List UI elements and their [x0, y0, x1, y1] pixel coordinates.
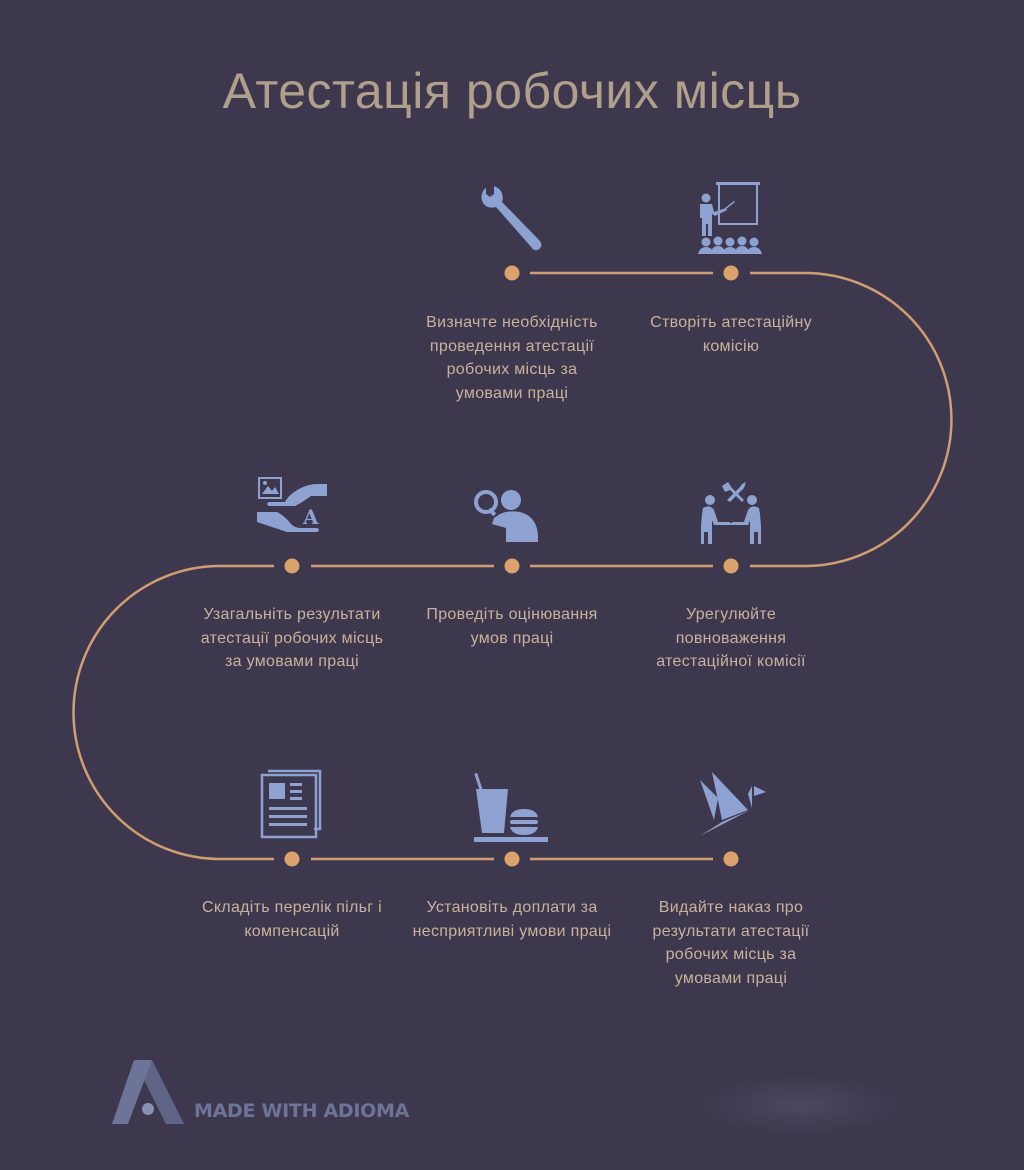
svg-text:A: A	[302, 505, 319, 529]
step-2-text: Створіть атестаційну комісію	[650, 314, 812, 355]
origami-bird-icon	[700, 772, 766, 836]
step-dot-8	[723, 851, 739, 867]
step-8-text: Видайте наказ про результати атестації р…	[652, 899, 810, 987]
step-dot-7	[504, 851, 520, 867]
documents-icon	[260, 769, 322, 839]
adioma-logo-icon	[112, 1060, 184, 1124]
meeting-table-tools-icon	[701, 482, 761, 544]
step-6-text: Складіть перелік пільг і компенсацій	[201, 899, 383, 940]
page-title: Атестація робочих місць	[222, 63, 802, 119]
step-1-text: Визначте необхідність проведення атестац…	[426, 314, 598, 402]
made-with-adioma-label: MADE WITH ADIOMA	[194, 1100, 409, 1122]
step-dot-4	[504, 558, 520, 574]
blurred-region	[700, 1075, 900, 1135]
step-7-text: Установіть доплати за несприятливі умови…	[412, 899, 612, 940]
step-dot-3	[723, 558, 739, 574]
drink-burger-icon	[474, 772, 548, 842]
adioma-watermark: MADE WITH ADIOMA	[112, 1060, 409, 1124]
step-5-text: Узагальніть результати атестації робочих…	[200, 606, 384, 670]
step-dot-6	[284, 851, 300, 867]
person-magnifier-icon	[474, 490, 538, 542]
step-dot-1	[504, 265, 520, 281]
step-3-text: Урегулюйте повноваження атестаційної ком…	[656, 606, 806, 670]
step-4-text: Проведіть оцінювання умов праці	[426, 606, 598, 647]
step-dot-5	[284, 558, 300, 574]
hands-exchange-icon: A	[257, 477, 327, 532]
wrench-icon	[481, 186, 542, 251]
presentation-audience-icon	[698, 182, 762, 254]
step-dot-2	[723, 265, 739, 281]
